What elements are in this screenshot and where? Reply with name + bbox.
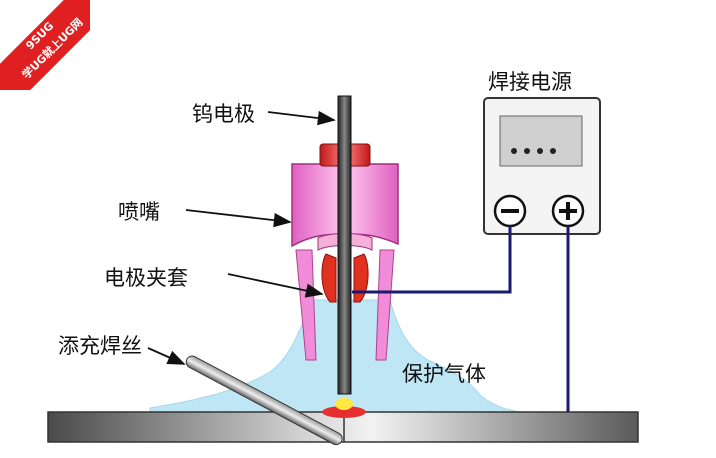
arrow-filler-wire xyxy=(147,347,186,365)
collet-insert xyxy=(321,253,369,303)
label-power-source: 焊接电源 xyxy=(488,70,572,94)
display-dot-3 xyxy=(537,148,543,154)
label-collet: 电极夹套 xyxy=(104,266,188,290)
display-dot-2 xyxy=(524,148,530,154)
negative-cable xyxy=(352,226,512,294)
label-shielding-gas: 保护气体 xyxy=(402,362,486,386)
tungsten-electrode xyxy=(337,95,352,395)
weld-pool xyxy=(322,406,366,418)
label-filler-wire: 添充焊丝 xyxy=(58,334,142,358)
label-nozzle: 喷嘴 xyxy=(118,200,160,224)
power-source-display xyxy=(499,115,583,167)
nozzle-finger-left xyxy=(295,249,317,361)
filler-wire xyxy=(185,355,343,446)
nozzle-finger-right xyxy=(375,249,395,361)
display-dot-1 xyxy=(511,148,517,154)
arc-glow xyxy=(335,398,353,410)
label-tungsten-electrode: 钨电极 xyxy=(192,102,255,126)
shielding-gas-cloud xyxy=(149,299,521,413)
watermark-badge: 9SUG 学UG就上UG网 xyxy=(0,0,90,90)
badge-line-2: 学UG就上UG网 xyxy=(19,15,86,82)
display-dot-4 xyxy=(550,148,556,154)
arrow-nozzle xyxy=(185,209,292,228)
arrow-collet xyxy=(227,273,324,298)
arrow-tungsten xyxy=(267,110,336,126)
